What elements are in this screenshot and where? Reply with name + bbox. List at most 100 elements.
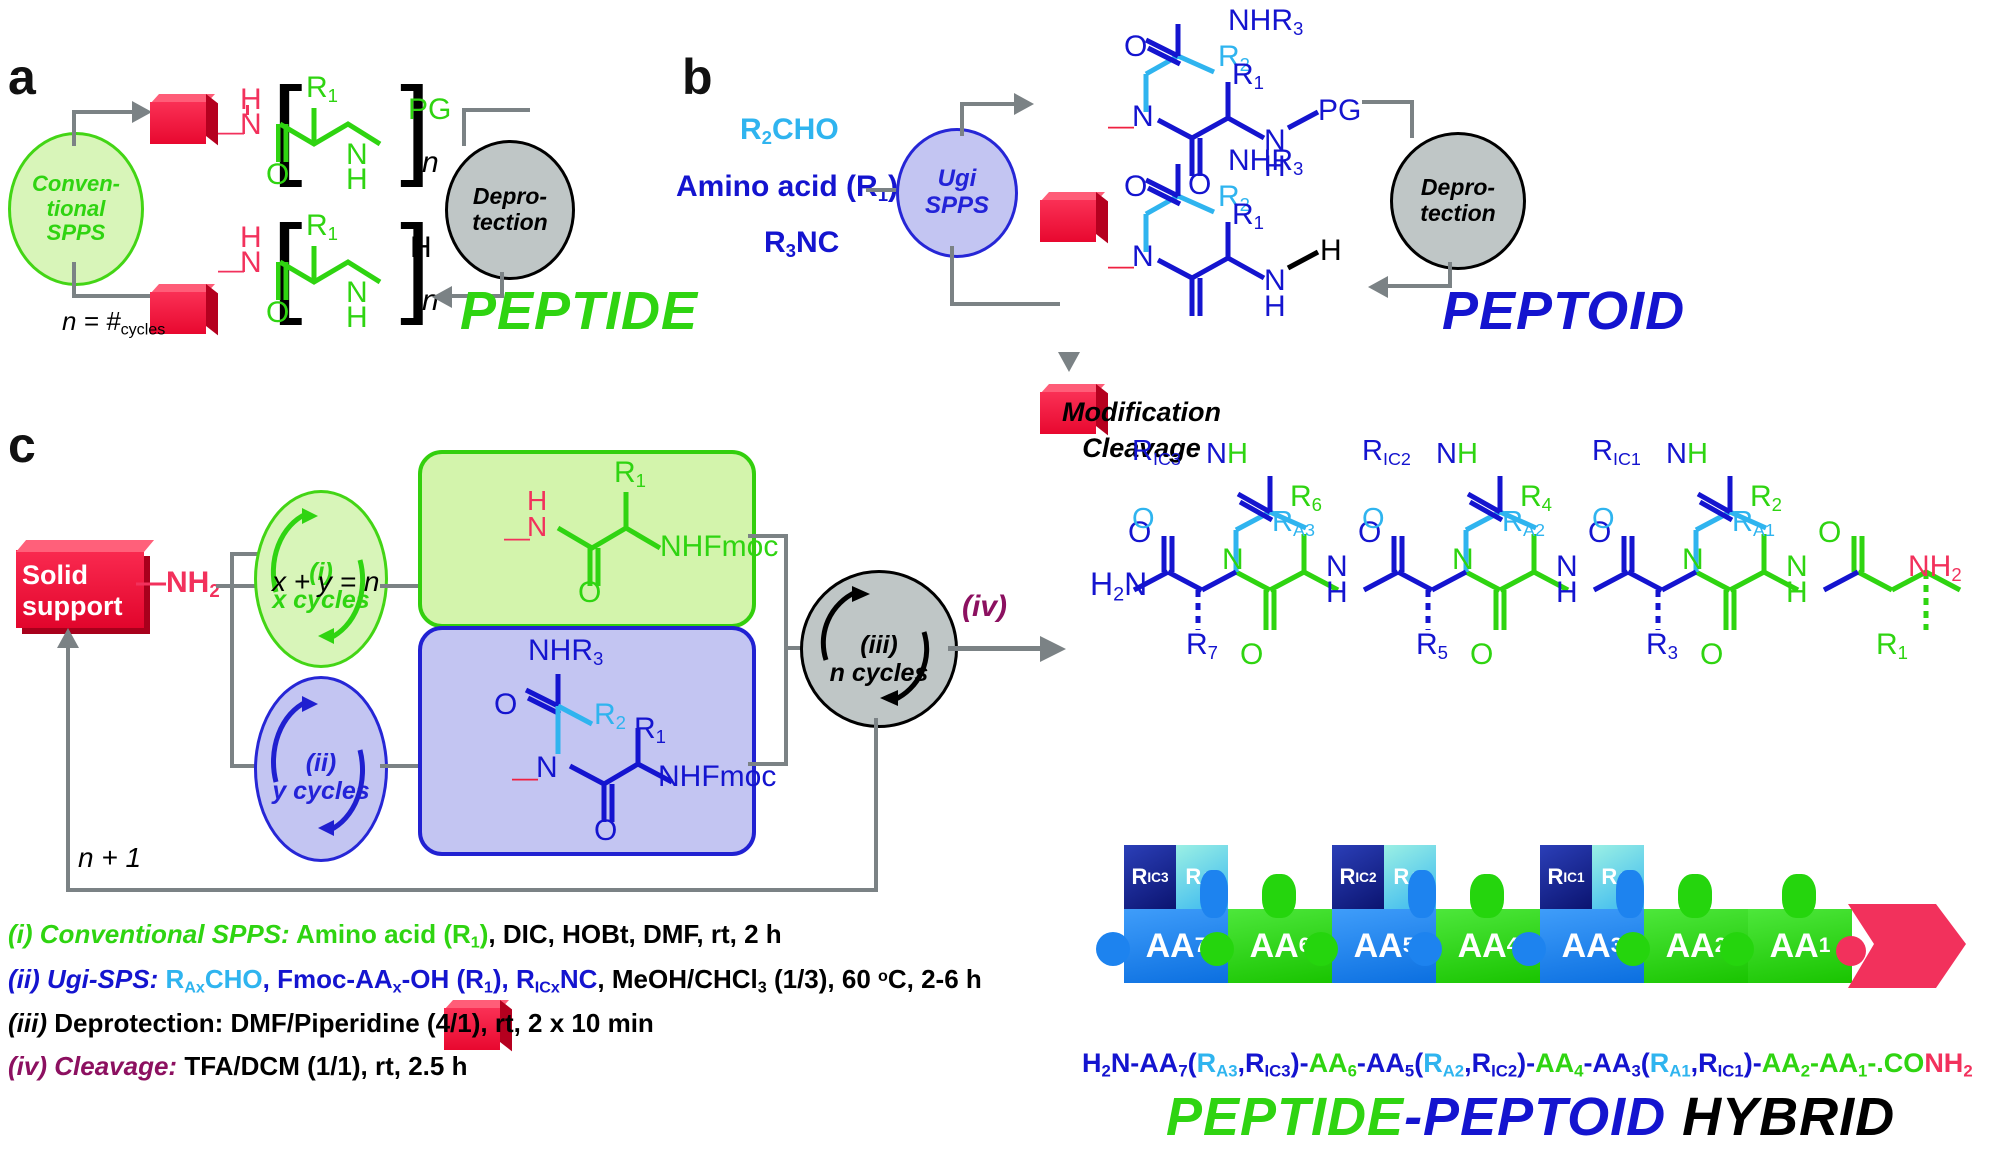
puzzle-knob-aa3-top: [1616, 870, 1644, 918]
ra3-label: RA3: [1272, 506, 1315, 541]
o-hybrid-3: O: [1358, 516, 1382, 549]
puzzle-knob-aa6-left: [1200, 932, 1234, 966]
r1-c-green: R1: [614, 456, 647, 492]
conventional-spps-node[interactable]: Conven- tional SPPS: [8, 132, 144, 286]
connector-a-top: [72, 110, 134, 114]
r2-b-bottom: R2: [1218, 180, 1251, 216]
r6-label: R6: [1290, 480, 1323, 516]
condition-iv-body: TFA/DCM (1/1), rt, 2.5 h: [184, 1050, 468, 1081]
spps-line3: SPPS: [46, 220, 106, 246]
nh-label-3: NH: [1206, 438, 1248, 470]
nh-h-b-top: H: [1264, 150, 1286, 183]
connector-b-dp-down: [1448, 262, 1452, 288]
o-a-bottom: O: [266, 296, 290, 329]
reagent-r3nc: R3NC: [764, 226, 840, 262]
n-hybrid-1: N: [1222, 543, 1244, 576]
connector-a-dp-bottom: [452, 294, 504, 298]
nh-n-a-top: N: [346, 138, 368, 171]
n-cycles-note-a: n = #cycles: [62, 306, 166, 339]
deprot-a-line1: Depro-: [472, 183, 548, 210]
o-hybrid-7: O: [1818, 516, 1842, 549]
chain-a-top: [276, 108, 382, 162]
r1-a-top: R1: [306, 71, 339, 107]
cycle-ii-node[interactable]: (ii) y cycles: [254, 676, 388, 862]
connector-a-dp-up: [462, 108, 466, 146]
connector-c-split-bottom: [230, 764, 270, 768]
deprot-b-line2: tection: [1420, 200, 1496, 226]
nh-n-b-top: N: [1264, 124, 1286, 157]
cycle-ii-arrows: [270, 696, 366, 836]
puzzle-knob-aa1-top: [1782, 874, 1816, 918]
arrow-a-back: [432, 286, 452, 308]
cycle-iii-arrows: [820, 586, 930, 706]
condition-iii-name: Deprotection:: [54, 1008, 224, 1039]
n-hybrid-3: N: [1682, 543, 1704, 576]
condition-i-name: Conventional SPPS:: [39, 919, 290, 949]
puzzle-piece-aa6[interactable]: AA6: [1228, 909, 1332, 983]
cycle-iii-label: (iii): [860, 631, 898, 659]
modification-line2: Cleavage: [1082, 433, 1201, 464]
h2n-terminal: H2N: [1090, 566, 1148, 606]
condition-i: (i) Conventional SPPS: Amino acid (R1), …: [8, 918, 1008, 953]
r7-label: R7: [1186, 628, 1219, 664]
cycle-i-arrows: [270, 508, 366, 644]
condition-ii-name: Ugi-SPS:: [47, 963, 159, 994]
puzzle-knob-terminal: [1836, 936, 1866, 966]
amide-h-a-top: H: [240, 83, 262, 116]
chain-a-bottom: [276, 246, 382, 300]
n-plus-1-note: n + 1: [78, 842, 142, 873]
condition-ii-tag: (ii): [8, 963, 40, 994]
deprot-b-line1: Depro-: [1420, 174, 1496, 201]
arrow-iv: [1040, 636, 1066, 662]
nh-n-hybrid-2: N: [1556, 550, 1578, 583]
nh-label-2: NH: [1436, 438, 1478, 470]
modification-line1: Modification: [1062, 397, 1221, 427]
o-hybrid-5: O: [1588, 516, 1612, 549]
panel-b-letter: b: [682, 49, 713, 105]
bond-c-green: —: [504, 522, 530, 552]
o-hybrid-2: O: [1240, 638, 1264, 671]
amide-n-a-bottom: N: [240, 246, 262, 279]
arrow-b-back: [1368, 276, 1388, 298]
bracket-right-a-bottom: ]: [400, 203, 431, 326]
panel-a-letter: a: [8, 49, 36, 105]
r4-label: R4: [1520, 480, 1553, 516]
nh-label-1: NH: [1666, 438, 1708, 470]
deprotection-node-a[interactable]: Depro- tection: [445, 140, 575, 280]
cycle-iii-node[interactable]: (iii) n cycles: [800, 570, 958, 728]
puzzle-piece-aa7[interactable]: AA7: [1124, 909, 1228, 983]
hybrid-product-label: PEPTIDE-PEPTOID HYBRID: [1166, 1086, 1895, 1148]
spps-line2: tional: [46, 195, 106, 221]
ugi-spps-node[interactable]: Ugi SPPS: [896, 128, 1018, 258]
resin-cube-a-top: [150, 94, 220, 146]
deprotection-node-b[interactable]: Depro- tection: [1390, 132, 1526, 270]
xy-note: x + y = n: [272, 566, 380, 597]
amide-h-c-green: H: [527, 485, 548, 516]
peptoid-label-b: PEPTOID: [1442, 281, 1686, 341]
resin-cube-b-top: [1040, 192, 1110, 244]
cycle-i-node[interactable]: (i) x cycles: [254, 490, 388, 668]
label-dash: -: [1404, 1087, 1424, 1147]
puzzle-knob-aa6-top: [1262, 874, 1296, 918]
bond-b-top-1: —: [1108, 110, 1134, 140]
step-iv-label: (iv): [962, 590, 1007, 623]
r1-label-hybrid: R1: [1876, 628, 1909, 664]
arrow-loopback: [57, 628, 79, 648]
bracket-right-a-top: ]: [400, 65, 431, 188]
ra2-label: RA2: [1502, 506, 1545, 541]
connector-c-split-top: [230, 552, 270, 556]
connector-b-dp-bottom: [1388, 284, 1452, 288]
puzzle-knob-aa5-left: [1304, 932, 1338, 966]
peptide-label-a: PEPTIDE: [460, 281, 699, 341]
ric3-label: RIC3: [1132, 435, 1181, 470]
nh-n-hybrid-1: N: [1326, 550, 1348, 583]
arrow-b-to-top: [1014, 93, 1034, 115]
bracket-n-a-top: n: [422, 146, 439, 179]
nh-n-hybrid-3: N: [1786, 550, 1808, 583]
resin-cube-b-bottom: [1040, 384, 1110, 436]
connector-loopback-up: [66, 646, 70, 892]
nhr3-b-top: NHR3: [1228, 4, 1304, 40]
connector-a-down: [72, 262, 76, 298]
connector-a-dp-down: [500, 272, 504, 298]
